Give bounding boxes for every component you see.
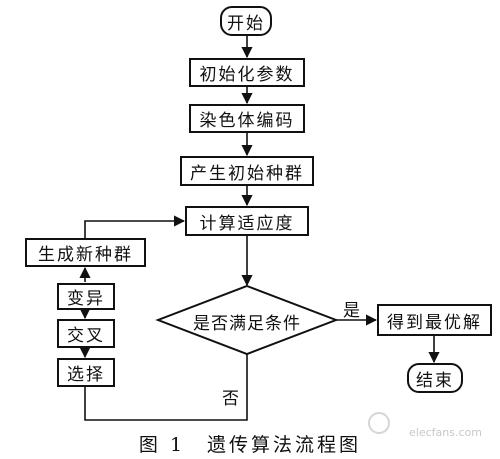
new-pop-node: 生成新种群 (25, 238, 146, 267)
end-label: 结束 (416, 370, 454, 391)
fitness-node: 计算适应度 (185, 206, 309, 236)
best-solution-node: 得到最优解 (377, 304, 492, 336)
new-pop-label: 生成新种群 (38, 245, 133, 265)
crossover-label: 交叉 (67, 326, 105, 346)
init-params-label: 初始化参数 (199, 65, 295, 85)
yes-label: 是 (343, 301, 360, 321)
gen-pop-node: 产生初始种群 (180, 156, 314, 186)
gen-pop-label: 产生初始种群 (190, 163, 304, 184)
arrow-no-to-selection (79, 354, 248, 421)
arrow-newpop-to-fitness (84, 215, 186, 238)
selection-node: 选择 (57, 358, 115, 387)
selection-label: 选择 (67, 365, 105, 385)
watermark-logo (368, 412, 390, 434)
figure-caption: 图 1 遗传算法流程图 (138, 434, 362, 456)
encode-label: 染色体编码 (199, 111, 295, 131)
no-label: 否 (222, 389, 239, 409)
decision-diamond (155, 284, 339, 356)
crossover-node: 交叉 (57, 319, 115, 348)
init-params-node: 初始化参数 (189, 58, 305, 87)
start-node: 开始 (220, 6, 272, 36)
watermark: elecfans.com (409, 426, 482, 439)
start-label: 开始 (227, 13, 265, 34)
end-node: 结束 (407, 363, 463, 393)
encode-node: 染色体编码 (189, 104, 305, 133)
decision-label: 是否满足条件 (193, 314, 301, 334)
mutation-node: 变异 (57, 283, 115, 310)
best-solution-label: 得到最优解 (387, 312, 482, 333)
fitness-label: 计算适应度 (199, 213, 295, 234)
mutation-label: 变异 (67, 289, 105, 309)
